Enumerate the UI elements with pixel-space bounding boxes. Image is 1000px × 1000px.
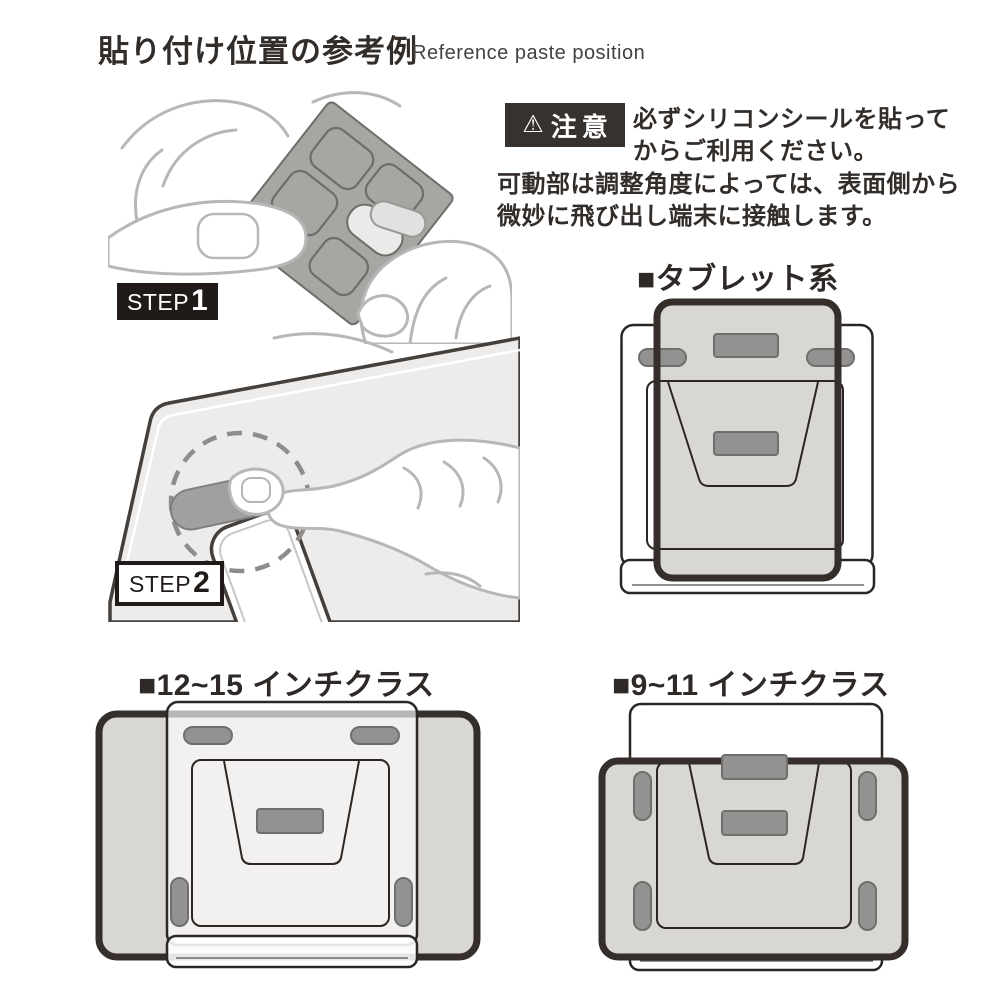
seal-top-left-pill: [638, 348, 687, 367]
caution-body-line-2: 微妙に飛び出し端末に接触します。: [497, 203, 887, 230]
page-title: 貼り付け位置の参考例: [98, 34, 418, 69]
seal-middle-center: [721, 810, 788, 836]
caution-badge: ⚠ 注意: [505, 103, 625, 147]
seal-left-bottom-pill: [633, 881, 652, 931]
step2-number: 2: [193, 566, 210, 599]
seal-top-right-pill: [806, 348, 855, 367]
seals-12-15: [170, 726, 413, 927]
peeled-seal: [369, 200, 427, 238]
caution-intro-line-1: 必ずシリコンシールを貼って: [633, 106, 951, 133]
tablet-seals: [638, 333, 855, 456]
seal-middle-center: [713, 431, 779, 456]
step1-upper-hand: [120, 91, 402, 228]
seal-top-left-pill: [183, 726, 233, 745]
seal-right-bottom-pill: [858, 881, 877, 931]
seal-bottom-left-pill: [170, 877, 189, 927]
seal-top-center: [713, 333, 779, 358]
caution-intro-line-2: からご利用ください。: [633, 138, 878, 165]
kickstand-slot: [209, 509, 338, 622]
seals-9-11: [633, 754, 877, 931]
warning-icon: ⚠: [522, 111, 544, 138]
peeling-fingertip: [356, 294, 410, 338]
caution-body-line-1: 可動部は調整角度によっては、表面側から: [497, 171, 961, 198]
step2-illustration: [108, 332, 520, 622]
seal-left-top-pill: [633, 771, 652, 821]
thumb-nail: [196, 212, 260, 260]
step1-number: 1: [191, 284, 208, 317]
laptop-9-11: [602, 761, 905, 957]
step2-top-arc: [272, 332, 394, 354]
seal-bottom-right-pill: [394, 877, 413, 927]
section-heading-9-11: ■9~11 インチクラス: [612, 669, 890, 702]
inch12-15-placement-diagram: [95, 700, 481, 969]
step1-peeling-hand: [356, 239, 512, 344]
step2-label: STEP: [129, 571, 192, 597]
tablet-placement-diagram: [619, 298, 876, 595]
step2-hand: [227, 438, 520, 600]
section-heading-tablet: ■タブレット系: [637, 263, 839, 296]
seal-center: [256, 808, 324, 834]
step1-label: STEP: [127, 289, 190, 315]
step1-badge: STEP 1: [117, 283, 218, 320]
seal-right-top-pill: [858, 771, 877, 821]
tablet-device-outline: [653, 298, 842, 582]
seal-top-right-pill: [350, 726, 400, 745]
caution-badge-label: 注意: [550, 111, 613, 142]
step1-thumb: [108, 199, 308, 276]
fingernail: [241, 477, 271, 503]
tablet-stand-fold: [646, 380, 844, 550]
step2-badge: STEP 2: [115, 561, 224, 606]
section-heading-12-15: ■12~15 インチクラス: [138, 669, 435, 702]
page-title-english: Reference paste position: [412, 42, 646, 64]
inch9-11-placement-diagram: [598, 702, 909, 972]
seal-top-center: [721, 754, 788, 780]
step1-illustration: [108, 91, 512, 344]
